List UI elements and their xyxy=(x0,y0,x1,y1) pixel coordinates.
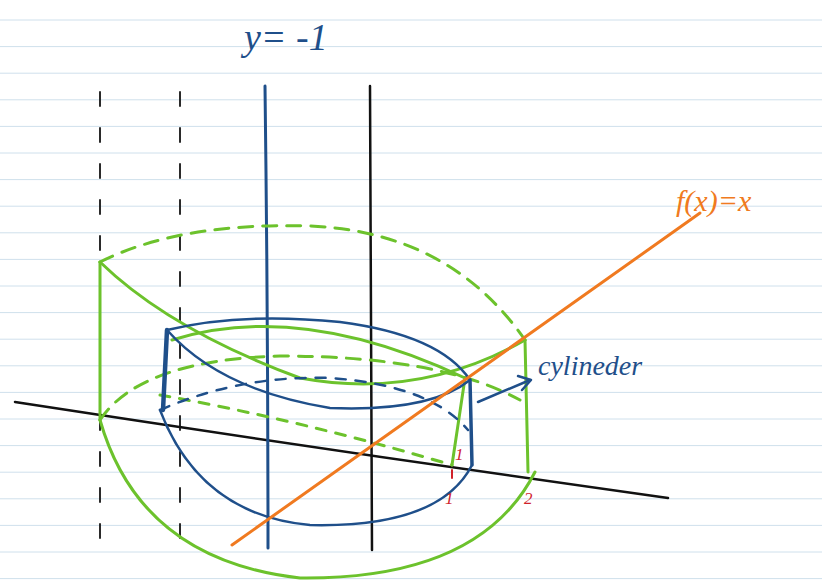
solid-of-revolution xyxy=(100,226,535,578)
paper-line xyxy=(0,392,822,393)
tick-number: 1 xyxy=(445,490,454,507)
vertical-axis xyxy=(370,86,372,550)
tick-number: 2 xyxy=(524,490,533,507)
paper-line xyxy=(0,99,822,100)
arrow-head xyxy=(518,376,531,390)
axis-label: y= -1 xyxy=(244,18,328,56)
paper-line xyxy=(0,498,822,499)
callout-label: cylineder xyxy=(538,352,642,380)
cylinder-shell xyxy=(160,318,472,525)
function-label: f(x)=x xyxy=(676,186,751,216)
paper-line xyxy=(0,232,822,233)
function-line xyxy=(232,213,700,545)
paper-line xyxy=(0,286,822,287)
paper-line xyxy=(0,552,822,553)
paper-line xyxy=(0,153,822,154)
paper-line xyxy=(0,73,822,74)
paper-line xyxy=(0,46,822,47)
paper-line xyxy=(0,312,822,313)
paper-line xyxy=(0,578,822,579)
notebook-lines xyxy=(0,20,822,579)
tick-number: 1 xyxy=(455,446,464,463)
rotation-axis xyxy=(265,86,268,548)
paper-line xyxy=(0,445,822,446)
guide-line xyxy=(99,92,101,560)
paper-line xyxy=(0,20,822,21)
horizontal-axis xyxy=(15,402,668,498)
paper-line xyxy=(0,126,822,127)
paper-line xyxy=(0,365,822,366)
paper-line xyxy=(0,525,822,526)
paper-line xyxy=(0,179,822,180)
paper-line xyxy=(0,259,822,260)
tick-mark xyxy=(451,470,453,478)
